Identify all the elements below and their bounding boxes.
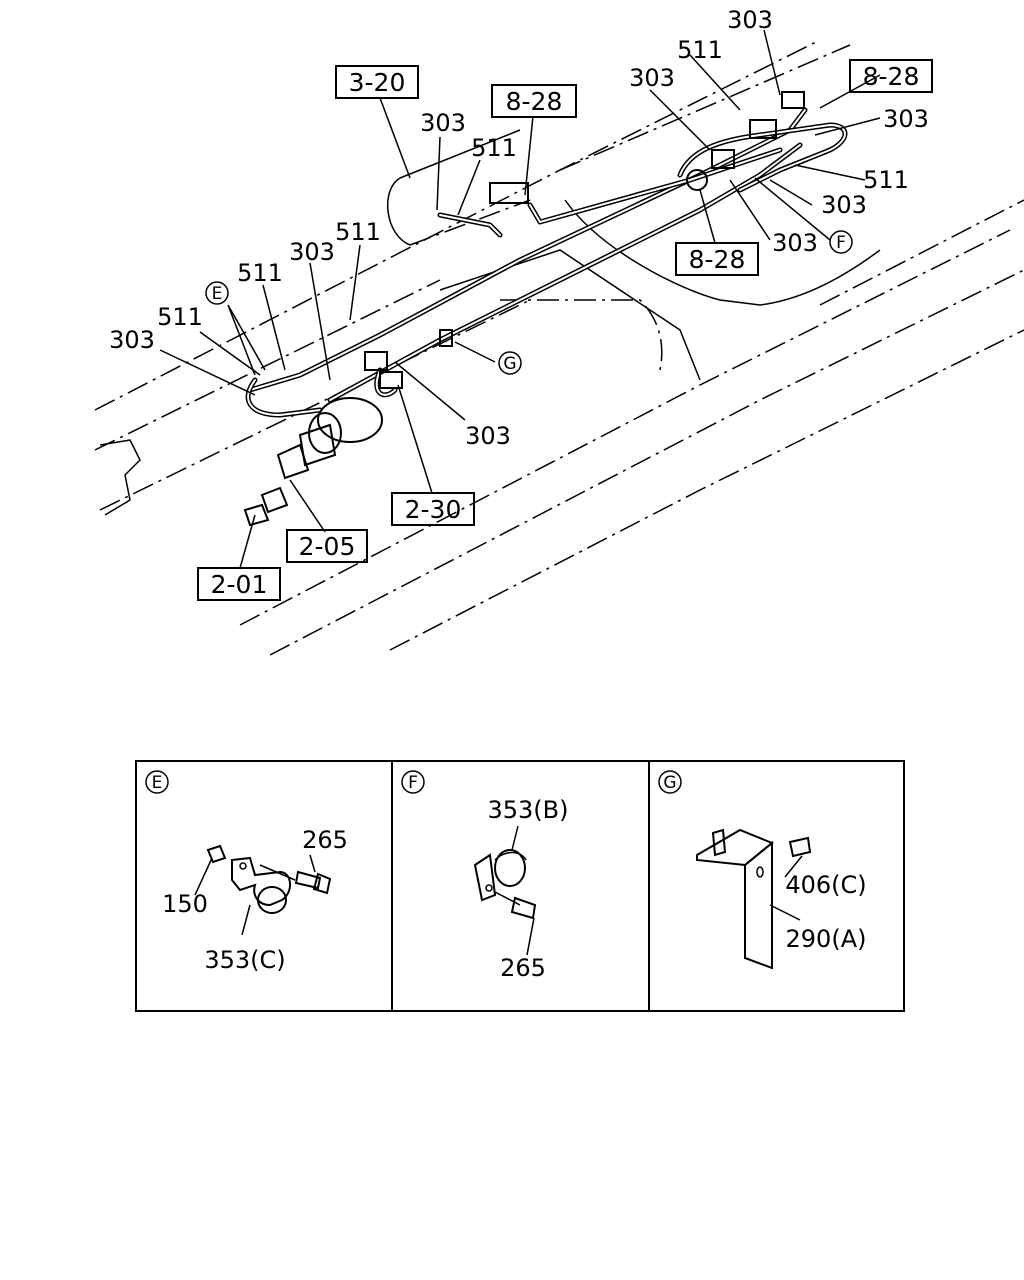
ref-box-2-01: 2-01 — [197, 567, 281, 601]
ref-box-8-28-lower: 8-28 — [675, 242, 759, 276]
ref-label-8-28-lower: 8-28 — [689, 245, 746, 274]
tank-cylinder — [386, 129, 531, 246]
frame-outline — [94, 39, 1024, 656]
part-label: 511 — [863, 166, 909, 194]
ref-box-3-20: 3-20 — [335, 65, 419, 99]
leader-lines — [159, 29, 881, 569]
part-label: 303 — [629, 64, 675, 92]
pipe-runs — [245, 107, 848, 418]
part-label: 511 — [677, 36, 723, 64]
panel-F-label: 265 — [500, 954, 546, 982]
part-label: 303 — [727, 6, 773, 34]
detail-panel-F: F 353(B) 265 — [401, 770, 569, 982]
callout-G: G — [498, 351, 522, 375]
panel-G-label: 406(C) — [785, 871, 866, 899]
part-label: 303 — [883, 105, 929, 133]
panel-F-label: 353(B) — [488, 796, 569, 824]
panel-F-id: F — [408, 773, 418, 793]
part-label: 303 — [289, 238, 335, 266]
ref-label-2-01: 2-01 — [211, 570, 268, 599]
part-label: 303 — [465, 422, 511, 450]
part-label: 303 — [109, 326, 155, 354]
ref-label-3-20: 3-20 — [349, 68, 406, 97]
part-label: 303 — [420, 109, 466, 137]
detail-panels — [135, 760, 905, 1012]
panel-G-id: G — [663, 773, 676, 793]
ref-box-2-05: 2-05 — [286, 529, 368, 563]
part-label: 511 — [335, 218, 381, 246]
panel-E-label: 265 — [302, 826, 348, 854]
part-label: 511 — [157, 303, 203, 331]
part-label: 303 — [821, 191, 867, 219]
ref-label-2-05: 2-05 — [299, 532, 356, 561]
ref-label-2-30: 2-30 — [405, 495, 462, 524]
ref-box-8-28-right: 8-28 — [849, 59, 933, 93]
detail-panel-E: E 265 150 353(C) — [145, 770, 348, 974]
panel-E-id: E — [152, 773, 163, 793]
ref-box-8-28-top: 8-28 — [491, 84, 577, 118]
ref-box-2-30: 2-30 — [391, 492, 475, 526]
part-label: 303 — [772, 229, 818, 257]
ref-label-8-28-top: 8-28 — [506, 87, 563, 116]
svg-text:F: F — [836, 233, 846, 253]
part-labels: 303 511 303 303 511 303 511 303 303 511 … — [109, 6, 929, 450]
svg-text:E: E — [212, 284, 223, 304]
brake-chamber — [243, 397, 383, 527]
part-label: 511 — [471, 134, 517, 162]
callout-E: E — [205, 281, 229, 305]
component-valves — [364, 91, 805, 389]
panel-G-label: 290(A) — [786, 925, 867, 953]
callout-F: F — [829, 230, 853, 254]
part-label: 511 — [237, 259, 283, 287]
ref-label-8-28-right: 8-28 — [863, 62, 920, 91]
panel-E-label: 353(C) — [204, 946, 285, 974]
svg-text:G: G — [503, 354, 516, 374]
detail-panel-G: G 406(C) 290(A) — [658, 770, 867, 970]
panel-E-label: 150 — [162, 890, 208, 918]
